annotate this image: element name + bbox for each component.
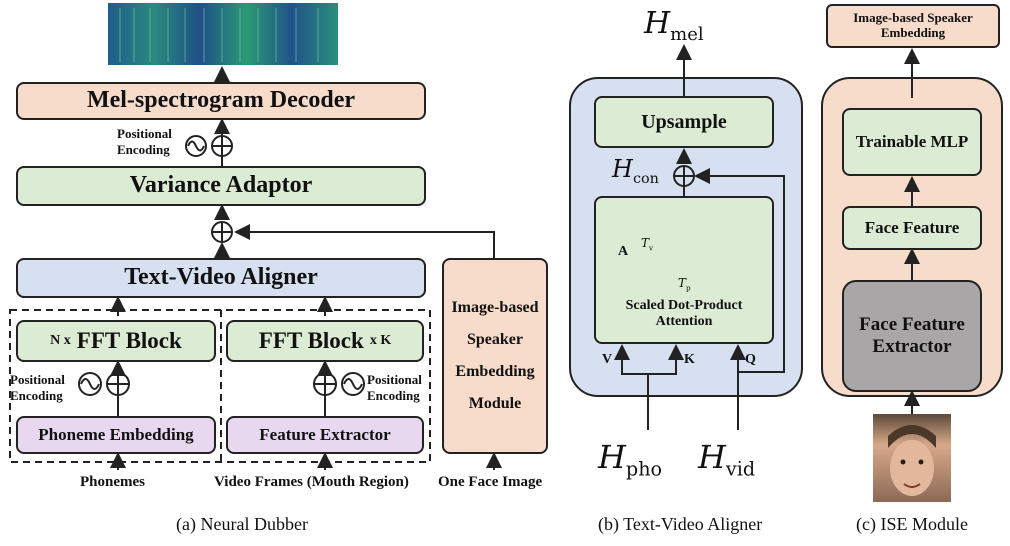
mel-decoder-block: Mel-spectrogram Decoder — [16, 82, 426, 120]
face-feature-extractor-block: Face Feature Extractor — [842, 280, 982, 392]
caption-a: (a) Neural Dubber — [176, 514, 308, 534]
h-con-label: Hcon — [612, 155, 659, 187]
matrix-label-tp: Tp — [678, 276, 691, 293]
feature-extractor-block: Feature Extractor — [226, 416, 424, 454]
input-phonemes: Phonemes — [80, 474, 145, 490]
caption-b: (b) Text-Video Aligner — [598, 514, 763, 534]
fft-right-title: FFT Block — [258, 327, 364, 353]
pe-label-decoder-1: Positional — [117, 126, 172, 141]
ise-module-block: Image-based Speaker Embedding Module — [442, 258, 548, 454]
sum-node-decoder — [185, 135, 233, 157]
phoneme-embedding-block: Phoneme Embedding — [16, 416, 216, 454]
sum-node-aligner — [673, 165, 695, 187]
ise-output-block: Image-based Speaker Embedding — [826, 4, 1000, 48]
attention-block: Scaled Dot-Product Attention — [594, 196, 774, 344]
pe-label-right-2: Encoding — [367, 388, 420, 403]
label-q: Q — [745, 352, 756, 367]
pe-label-left-2: Encoding — [10, 388, 63, 403]
pe-label-right-1: Positional — [367, 372, 422, 387]
variance-adaptor-block: Variance Adaptor — [16, 166, 426, 206]
sum-node-left-pe — [78, 372, 130, 396]
input-face-image: One Face Image — [438, 474, 543, 490]
pe-label-left-1: Positional — [10, 372, 65, 387]
matrix-label-tv: Tv — [641, 236, 654, 253]
text-video-aligner-block: Text-Video Aligner — [16, 258, 426, 298]
upsample-block: Upsample — [594, 96, 774, 148]
fft-block-right: FFT Block x K — [226, 320, 424, 362]
h-mel-label: Hmel — [644, 6, 704, 45]
h-vid-label: Hvid — [698, 438, 756, 481]
fft-left-title: FFT Block — [76, 327, 182, 353]
pe-label-decoder-2: Encoding — [117, 142, 170, 157]
sum-node-right-pe — [313, 372, 365, 396]
fft-block-left: N x FFT Block — [16, 320, 216, 362]
fft-right-suffix: x K — [369, 332, 392, 348]
fft-left-prefix: N x — [50, 332, 71, 348]
label-v: V — [602, 352, 613, 367]
h-pho-label: Hpho — [598, 438, 663, 481]
face-feature-block: Face Feature — [842, 206, 982, 250]
input-video-frames: Video Frames (Mouth Region) — [214, 474, 409, 490]
matrix-label-a: A — [618, 244, 629, 259]
caption-c: (c) ISE Module — [856, 514, 968, 534]
label-k: K — [684, 352, 695, 367]
spectrogram-image — [108, 3, 338, 65]
trainable-mlp-block: Trainable MLP — [842, 108, 982, 176]
sum-node-speaker — [211, 221, 233, 243]
